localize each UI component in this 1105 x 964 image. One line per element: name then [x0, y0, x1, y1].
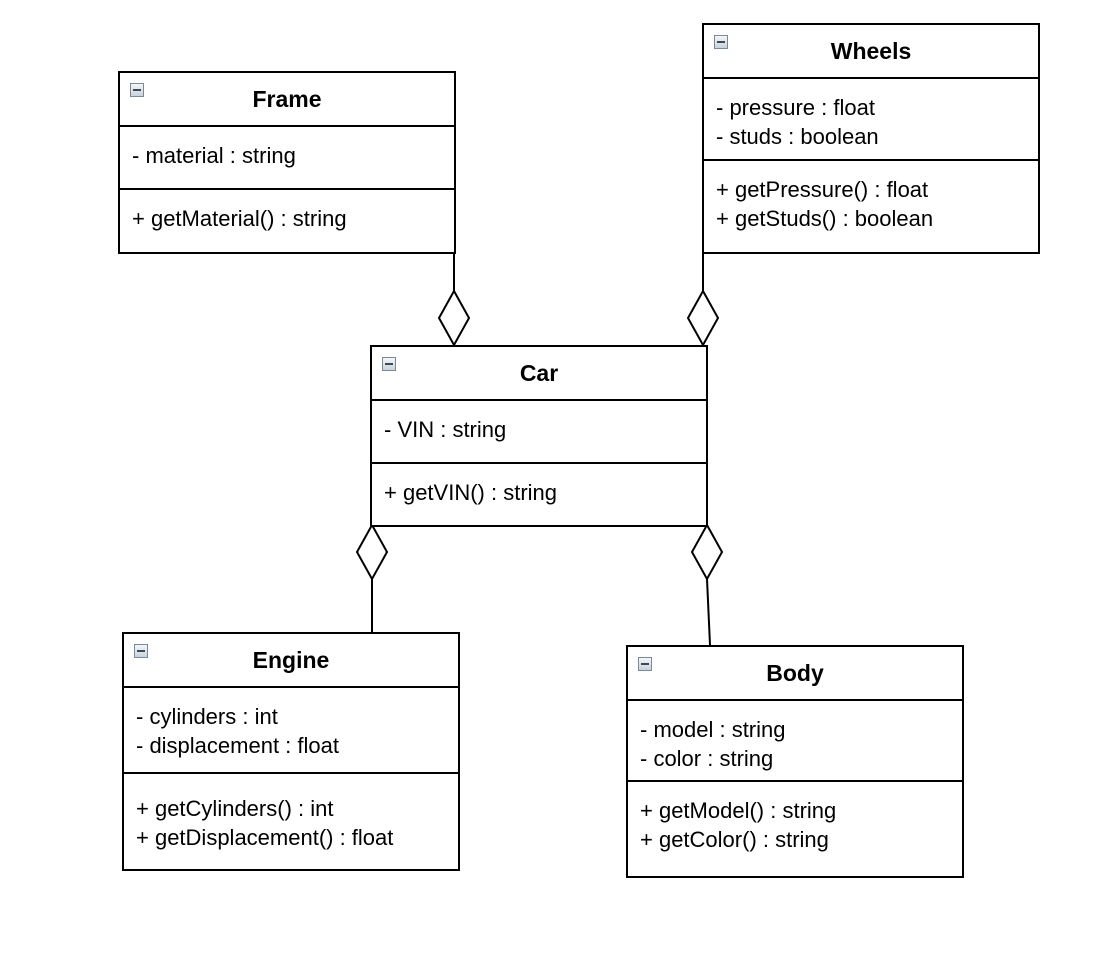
- method: + getCylinders() : int: [136, 796, 334, 821]
- class-frame-name: Frame: [252, 85, 322, 112]
- class-body[interactable]: Body - model : string - color : string +…: [626, 645, 964, 878]
- class-engine-header: Engine: [124, 634, 458, 688]
- class-wheels-name: Wheels: [830, 37, 912, 64]
- attribute: - VIN : string: [384, 417, 507, 442]
- class-car[interactable]: Car - VIN : string + getVIN() : string: [370, 345, 708, 527]
- body-car-connector: [706, 578, 711, 646]
- attribute: - material : string: [132, 143, 296, 168]
- method: + getDisplacement() : float: [136, 825, 394, 850]
- class-frame-header: Frame: [120, 73, 454, 127]
- body-car-aggregation-diamond: [690, 522, 724, 582]
- collapse-icon[interactable]: [714, 35, 728, 49]
- class-wheels-header: Wheels: [704, 25, 1038, 79]
- class-wheels-methods: + getPressure() : float + getStuds() : b…: [704, 161, 1038, 241]
- class-wheels[interactable]: Wheels - pressure : float - studs : bool…: [702, 23, 1040, 254]
- class-body-name: Body: [766, 659, 824, 686]
- class-body-methods: + getModel() : string + getColor() : str…: [628, 782, 962, 862]
- class-engine[interactable]: Engine - cylinders : int - displacement …: [122, 632, 460, 871]
- class-engine-name: Engine: [252, 646, 330, 673]
- class-body-header: Body: [628, 647, 962, 701]
- attribute: - pressure : float: [716, 95, 875, 120]
- attribute: - model : string: [640, 717, 786, 742]
- attribute: - studs : boolean: [716, 124, 879, 149]
- frame-car-aggregation-diamond: [437, 288, 471, 348]
- class-frame-methods: + getMaterial() : string: [120, 190, 454, 241]
- class-engine-methods: + getCylinders() : int + getDisplacement…: [124, 774, 458, 860]
- collapse-icon[interactable]: [638, 657, 652, 671]
- collapse-icon[interactable]: [130, 83, 144, 97]
- class-car-name: Car: [519, 359, 559, 386]
- engine-car-aggregation-diamond: [355, 522, 389, 582]
- wheels-car-aggregation-diamond: [686, 288, 720, 348]
- method: + getVIN() : string: [384, 480, 558, 505]
- class-wheels-attributes: - pressure : float - studs : boolean: [704, 79, 1038, 161]
- class-body-attributes: - model : string - color : string: [628, 701, 962, 782]
- class-car-attributes: - VIN : string: [372, 401, 706, 464]
- class-engine-attributes: - cylinders : int - displacement : float: [124, 688, 458, 774]
- collapse-icon[interactable]: [134, 644, 148, 658]
- class-car-methods: + getVIN() : string: [372, 464, 706, 515]
- class-car-header: Car: [372, 347, 706, 401]
- method: + getColor() : string: [640, 827, 829, 852]
- class-frame[interactable]: Frame - material : string + getMaterial(…: [118, 71, 456, 254]
- method: + getMaterial() : string: [132, 206, 347, 231]
- attribute: - color : string: [640, 746, 774, 771]
- collapse-icon[interactable]: [382, 357, 396, 371]
- class-frame-attributes: - material : string: [120, 127, 454, 190]
- method: + getStuds() : boolean: [716, 206, 934, 231]
- method: + getModel() : string: [640, 798, 837, 823]
- attribute: - cylinders : int: [136, 704, 278, 729]
- attribute: - displacement : float: [136, 733, 339, 758]
- method: + getPressure() : float: [716, 177, 929, 202]
